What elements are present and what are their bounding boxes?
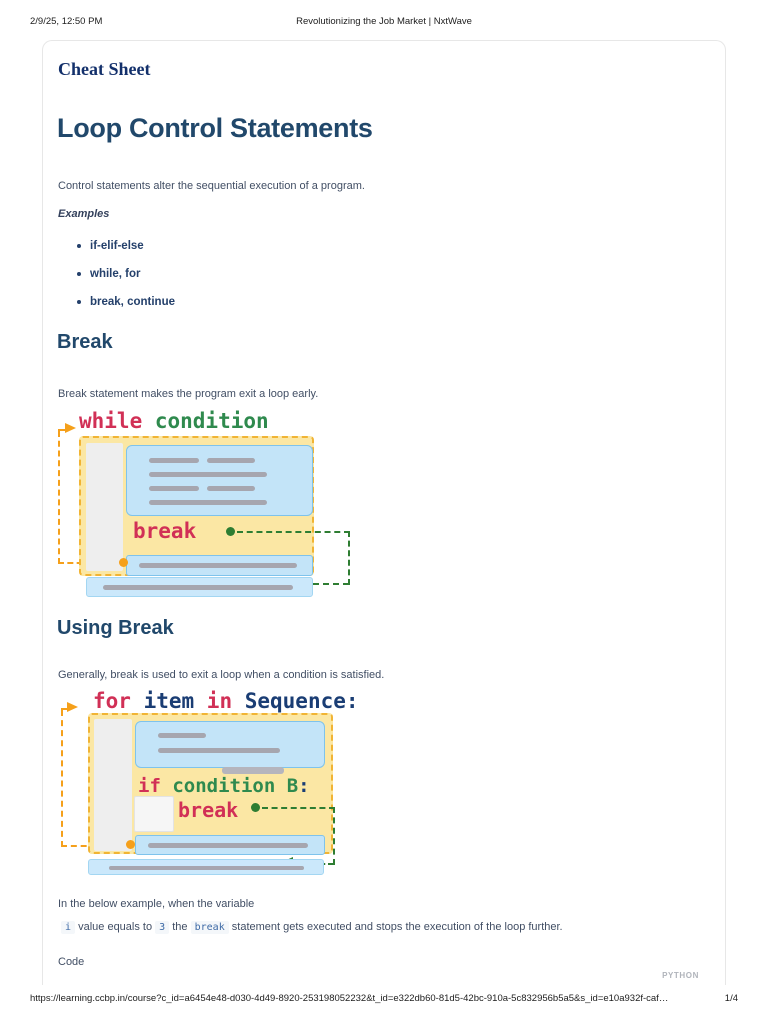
code-line: [222, 767, 284, 774]
loop-body-block: break: [79, 436, 314, 576]
loop-body-block: if condition B: break: [88, 713, 333, 855]
code-line: [149, 486, 199, 491]
inline-code-break: break: [190, 921, 229, 934]
note-paragraph-line1: In the below example, when the variable: [58, 898, 255, 910]
code-lines-block: [135, 835, 325, 855]
kicker-cheat-sheet: Cheat Sheet: [58, 59, 151, 79]
print-page-indicator: 1/4: [724, 993, 738, 1004]
bullet-icon: [77, 271, 81, 276]
section-heading-using-break: Using Break: [57, 617, 174, 639]
bullet-icon: [77, 243, 81, 248]
keyword-for: for: [93, 689, 131, 713]
sequence-token: Sequence:: [232, 689, 359, 713]
code-lines-block: [126, 445, 313, 516]
section-heading-break: Break: [57, 331, 113, 353]
break-exit-line: [262, 807, 335, 809]
print-timestamp: 2/9/25, 12:50 PM: [30, 16, 103, 27]
code-lines-block: [135, 721, 325, 768]
code-line: [207, 458, 255, 463]
loop-arrow-icon: [67, 702, 78, 712]
list-item-label: break, continue: [90, 296, 175, 308]
loop-back-line: [61, 708, 68, 710]
intro-paragraph: Control statements alter the sequential …: [58, 180, 365, 192]
break-exit-line: [237, 531, 350, 533]
indent-gutter: [86, 443, 123, 571]
for-statement-label: for item in Sequence:: [93, 689, 359, 713]
break-description: Break statement makes the program exit a…: [58, 388, 319, 400]
code-lines-block: [126, 555, 313, 576]
item-token: item: [130, 689, 195, 713]
code-line: [158, 748, 280, 753]
code-language-badge: PYTHON: [662, 971, 699, 980]
break-exit-line: [303, 583, 349, 585]
loop-back-line: [58, 429, 66, 431]
loop-arrow-icon: [65, 423, 76, 433]
note-text: value equals to: [78, 921, 153, 933]
break-exit-line: [333, 807, 335, 865]
note-text: the: [172, 921, 188, 933]
for-break-diagram: for item in Sequence: if condition B: br…: [53, 689, 383, 881]
list-item-label: while, for: [90, 268, 141, 280]
indent-block: [134, 796, 174, 832]
code-line: [207, 486, 255, 491]
page-title: Loop Control Statements: [57, 113, 373, 143]
code-line: [158, 733, 206, 738]
break-keyword: break: [133, 519, 197, 543]
note-text: statement gets executed and stops the ex…: [231, 921, 563, 933]
examples-label: Examples: [58, 208, 110, 220]
code-line: [103, 585, 293, 590]
code-label: Code: [58, 956, 85, 968]
code-line: [149, 458, 199, 463]
list-item: break, continue: [77, 296, 175, 308]
print-url: https://learning.ccbp.in/course?c_id=a64…: [30, 993, 669, 1004]
condition-token: condition: [142, 409, 269, 433]
after-loop-block: [86, 577, 313, 597]
inline-code-i: i: [61, 921, 76, 934]
colon-token: :: [298, 775, 310, 797]
keyword-if: if: [138, 775, 161, 797]
print-header: 2/9/25, 12:50 PM Revolutionizing the Job…: [0, 16, 768, 30]
loop-back-line: [58, 431, 60, 564]
break-exit-dot: [226, 527, 235, 536]
list-item: if-elif-else: [77, 240, 144, 252]
break-exit-line: [348, 531, 350, 585]
cheat-sheet-card: Cheat Sheet Loop Control Statements Cont…: [42, 40, 726, 985]
loop-continue-dot: [126, 840, 135, 849]
if-statement-label: if condition B:: [138, 775, 310, 797]
condition-b-token: condition B: [160, 775, 299, 797]
inline-code-3: 3: [155, 921, 170, 934]
code-line: [149, 472, 267, 477]
break-keyword: break: [178, 798, 239, 822]
list-item-label: if-elif-else: [90, 240, 144, 252]
break-exit-dot: [251, 803, 260, 812]
code-line: [148, 843, 308, 848]
keyword-while: while: [79, 409, 143, 433]
bullet-icon: [77, 299, 81, 304]
while-statement-label: while condition: [79, 409, 269, 433]
note-paragraph-line2: i value equals to 3 the break statement …: [61, 921, 563, 934]
print-document-title: Revolutionizing the Job Market | NxtWave: [296, 16, 472, 27]
code-line: [149, 500, 267, 505]
code-line: [109, 866, 304, 870]
keyword-in: in: [194, 689, 233, 713]
loop-continue-dot: [119, 558, 128, 567]
loop-back-line: [61, 710, 63, 847]
code-line: [139, 563, 297, 568]
list-item: while, for: [77, 268, 140, 280]
indent-gutter: [94, 719, 132, 851]
while-break-diagram: while condition break: [53, 406, 368, 608]
using-break-description: Generally, break is used to exit a loop …: [58, 669, 385, 681]
after-loop-block: [88, 859, 324, 875]
